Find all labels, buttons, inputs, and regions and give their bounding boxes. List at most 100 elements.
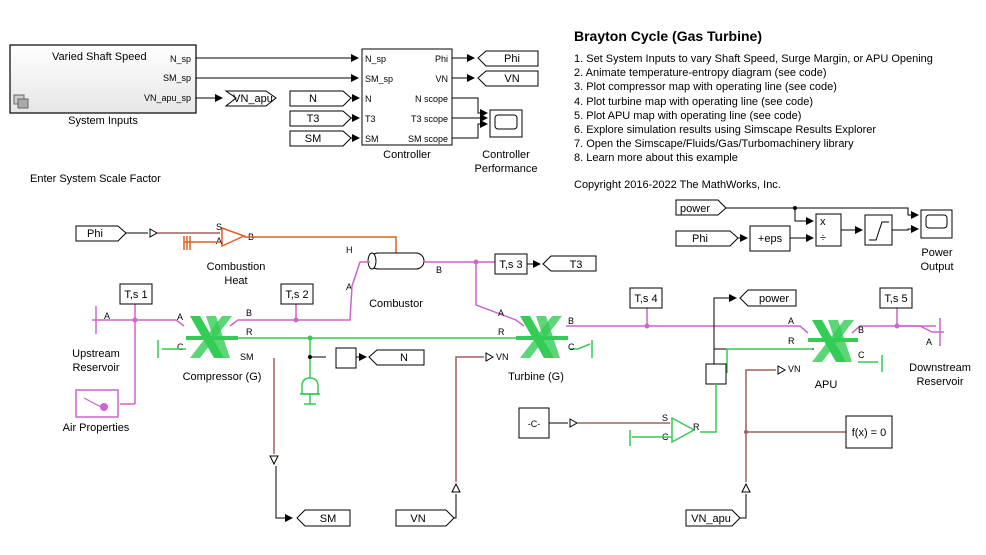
info-item-4[interactable]: 4. Plot turbine map with operating line … xyxy=(574,95,814,108)
compressor-case-ref xyxy=(157,340,186,358)
from-n-tag[interactable]: N xyxy=(289,90,352,107)
combustion-heat-label-1: Combustion xyxy=(207,261,266,273)
from-power-tag[interactable]: power xyxy=(675,199,727,216)
from-vn-apu-tag[interactable]: VN_apu xyxy=(685,509,741,527)
svg-text:R: R xyxy=(788,336,795,346)
sensor-ts5[interactable]: T,s 5 xyxy=(879,287,913,309)
info-item-8[interactable]: 8. Learn more about this example xyxy=(574,152,738,165)
info-item-2[interactable]: 2. Animate temperature-entropy diagram (… xyxy=(574,67,827,80)
info-item-6[interactable]: 6. Explore simulation results using Sims… xyxy=(574,124,877,137)
constant-block[interactable]: -C- xyxy=(518,407,550,439)
svg-text:C: C xyxy=(568,342,575,352)
svg-text:SM_sp: SM_sp xyxy=(365,74,393,84)
svg-text:A: A xyxy=(926,337,932,347)
info-item-1[interactable]: 1. Set System Inputs to vary Shaft Speed… xyxy=(574,53,933,65)
speed-sensor-block[interactable] xyxy=(335,347,357,369)
sensor-ts3[interactable]: T,s 3 xyxy=(494,253,528,275)
goto-phi-tag[interactable]: Phi xyxy=(477,50,539,67)
compressor-label: Compressor (G) xyxy=(183,371,262,383)
thermal-reference xyxy=(183,236,220,250)
system-inputs-block[interactable]: Varied Shaft Speed N_sp SM_sp VN_apu_sp xyxy=(9,44,197,114)
combustion-heat-label-2: Heat xyxy=(224,275,247,287)
inertia-block[interactable] xyxy=(300,377,320,405)
power-output-scope[interactable] xyxy=(920,209,953,239)
svg-text:R: R xyxy=(498,327,505,337)
info-item-3[interactable]: 3. Plot compressor map with operating li… xyxy=(574,81,837,94)
divide-block[interactable]: x ÷ xyxy=(815,213,842,247)
controller-performance-scope[interactable] xyxy=(489,109,523,138)
svg-text:C: C xyxy=(858,350,865,360)
svg-text:SM: SM xyxy=(240,352,254,362)
svg-text:B: B xyxy=(436,265,442,275)
sensor-ts1[interactable]: T,s 1 xyxy=(119,283,153,305)
svg-text:A: A xyxy=(104,311,110,321)
downstream-reservoir-label-1: Downstream xyxy=(909,362,971,374)
info-item-5[interactable]: 5. Plot APU map with operating line (see… xyxy=(574,109,802,122)
svg-text:N_sp: N_sp xyxy=(365,54,386,64)
combustor-block[interactable]: H A B xyxy=(346,245,442,292)
from-sm-tag[interactable]: SM xyxy=(289,130,352,147)
air-properties-block[interactable] xyxy=(75,389,119,418)
svg-text:SM: SM xyxy=(320,513,337,525)
svg-text:T3: T3 xyxy=(307,113,320,125)
from-phi-tag[interactable]: Phi xyxy=(75,225,127,242)
svg-text:N: N xyxy=(365,94,372,104)
svg-text:A: A xyxy=(216,236,222,246)
svg-text:A: A xyxy=(498,308,504,318)
svg-text:T3: T3 xyxy=(570,259,583,271)
controller-block[interactable]: N_sp SM_sp N T3 SM Phi VN N scope T3 sco… xyxy=(361,48,453,146)
goto-power-tag[interactable]: power xyxy=(739,289,797,307)
goto-n-tag[interactable]: N xyxy=(368,349,425,366)
svg-text:VN: VN xyxy=(435,74,448,84)
svg-text:VN_apu: VN_apu xyxy=(233,93,273,105)
info-item-7[interactable]: 7. Open the Simscape/Fluids/Gas/Turbomac… xyxy=(574,138,854,151)
from-vn-tag[interactable]: VN xyxy=(395,509,455,527)
svg-text:f(x) = 0: f(x) = 0 xyxy=(852,427,887,439)
svg-text:T,s 3: T,s 3 xyxy=(499,259,522,271)
system-inputs-inner-title: Varied Shaft Speed xyxy=(52,51,147,63)
air-properties-label: Air Properties xyxy=(63,422,130,434)
svg-text:T,s 4: T,s 4 xyxy=(634,293,657,305)
scale-factor-label[interactable]: Enter System Scale Factor xyxy=(30,173,161,185)
add-eps-block[interactable]: +eps xyxy=(749,225,791,252)
goto-sm-tag[interactable]: SM xyxy=(296,509,351,527)
svg-text:T,s 2: T,s 2 xyxy=(285,289,308,301)
svg-text:SM scope: SM scope xyxy=(408,134,448,144)
goto-vn-tag[interactable]: VN xyxy=(477,70,539,87)
svg-text:N: N xyxy=(309,93,317,105)
copyright-text: Copyright 2016-2022 The MathWorks, Inc. xyxy=(574,178,781,191)
sensor-ts4[interactable]: T,s 4 xyxy=(629,287,663,309)
from-t3-tag[interactable]: T3 xyxy=(289,110,352,127)
svg-text:S: S xyxy=(216,222,222,232)
saturation-block[interactable] xyxy=(864,214,893,246)
svg-text:Phi: Phi xyxy=(692,233,708,245)
downstream-reservoir[interactable]: A xyxy=(926,318,944,347)
from-phi-power-tag[interactable]: Phi xyxy=(675,230,739,247)
svg-text:VN: VN xyxy=(504,73,519,85)
goto-t3-tag[interactable]: T3 xyxy=(542,255,597,272)
svg-text:B: B xyxy=(246,308,252,318)
goto-vn-apu-tag[interactable]: VN_apu xyxy=(224,90,277,107)
combustor-label: Combustor xyxy=(369,298,423,310)
svg-text:T,s 1: T,s 1 xyxy=(124,289,147,301)
sensor-ts2[interactable]: T,s 2 xyxy=(280,283,314,305)
solver-config-block[interactable]: f(x) = 0 xyxy=(845,415,893,449)
combustion-heat-source[interactable]: S A B xyxy=(216,222,254,248)
svg-text:Phi: Phi xyxy=(504,53,520,65)
upstream-reservoir-label-2: Reservoir xyxy=(72,362,119,374)
svg-text:T3 scope: T3 scope xyxy=(411,114,448,124)
svg-text:VN: VN xyxy=(410,513,425,525)
compressor-block[interactable]: A B R C SM xyxy=(177,308,254,362)
port-vn-apu-sp: VN_apu_sp xyxy=(144,93,191,103)
svg-text:N scope: N scope xyxy=(415,94,448,104)
upstream-reservoir[interactable]: A xyxy=(92,306,110,334)
svg-text:-C-: -C- xyxy=(528,419,541,429)
power-sensor-block[interactable] xyxy=(705,363,727,385)
apu-block[interactable]: A B R C VN xyxy=(788,316,865,374)
svg-text:H: H xyxy=(346,245,353,255)
svg-text:A: A xyxy=(346,282,352,292)
turbine-block[interactable]: A B R C VN xyxy=(496,308,575,362)
info-title: Brayton Cycle (Gas Turbine) xyxy=(574,28,763,44)
power-output-label-1: Power xyxy=(921,247,953,259)
